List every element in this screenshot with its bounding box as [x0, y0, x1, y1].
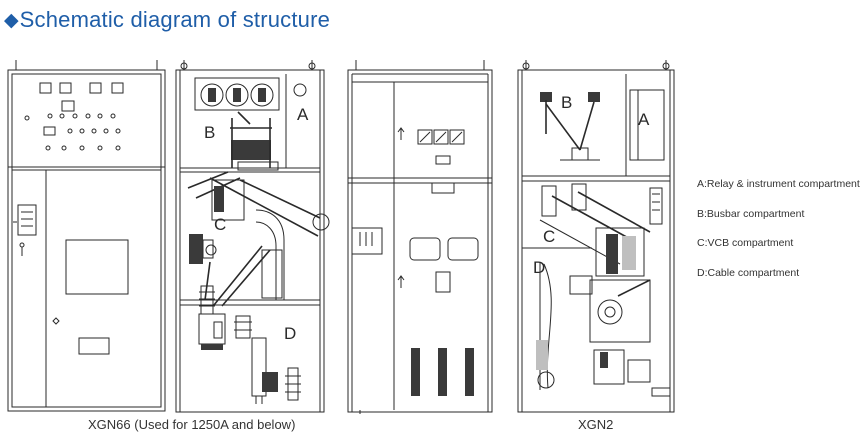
- diamond-icon: ◆: [4, 9, 19, 31]
- caption-xgn2: XGN2: [578, 417, 614, 432]
- label-b: B: [204, 123, 215, 142]
- label-b-xgn2: B: [561, 93, 572, 112]
- label-c: C: [214, 215, 226, 234]
- cabinet-xgn66-front: [7, 60, 166, 412]
- caption-xgn66: XGN66 (Used for 1250A and below): [88, 417, 296, 432]
- compartment-legend: A:Relay & instrument compartment B:Busba…: [697, 178, 860, 296]
- section-header: ◆ Schematic diagram of structure: [4, 3, 330, 37]
- label-c-xgn2: C: [543, 227, 555, 246]
- label-a-xgn2: A: [638, 110, 650, 129]
- legend-item-c: C:VCB compartment: [697, 237, 794, 249]
- legend-item-a: A:Relay & instrument compartment: [697, 178, 860, 190]
- legend-item-b: B:Busbar compartment: [697, 207, 805, 220]
- label-d-xgn2: D: [533, 258, 545, 277]
- label-a: A: [297, 105, 309, 124]
- cabinet-drawings: A B C D: [7, 60, 675, 414]
- label-d: D: [284, 324, 296, 343]
- legend-item-d: D:Cable compartment: [697, 266, 800, 279]
- section-title: Schematic diagram of structure: [19, 7, 331, 32]
- cabinet-xgn2-section: B A C D: [517, 60, 675, 413]
- cabinet-xgn66-section: A B C D: [175, 60, 330, 413]
- cabinet-xgn2-front: [347, 60, 493, 414]
